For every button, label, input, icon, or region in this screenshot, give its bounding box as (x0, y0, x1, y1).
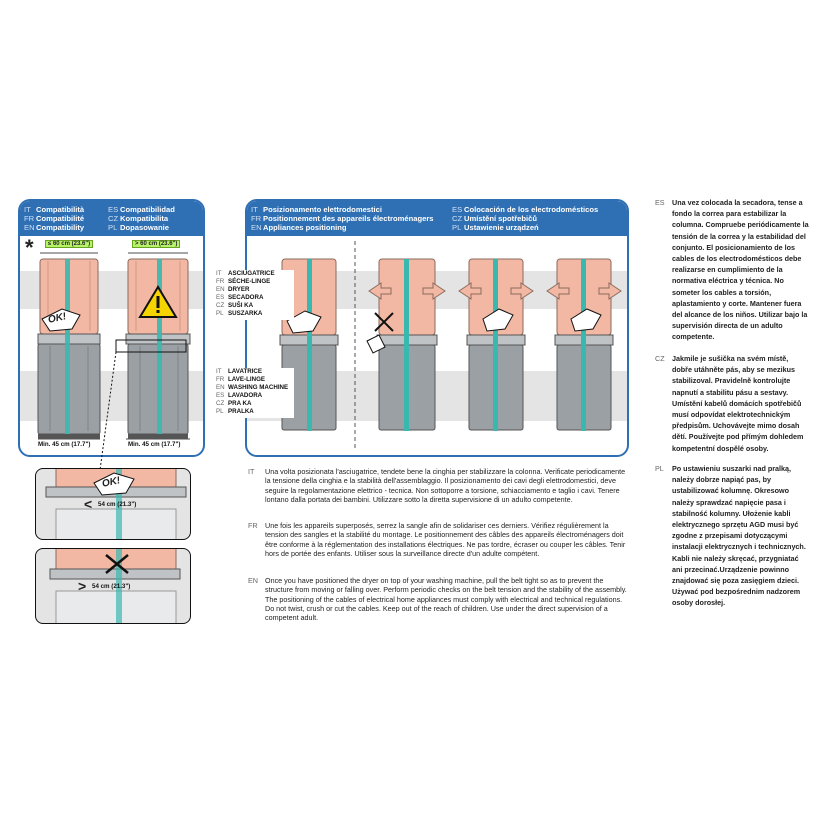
positioning-illustration (279, 241, 622, 451)
width-tag-left: ≤ 60 cm (23.6") (45, 240, 94, 248)
detail-box-wrong: > 54 cm (21.3") (35, 548, 191, 624)
pos-heading-en: ENAppliances positioning (251, 223, 347, 232)
asterisk: * (25, 235, 34, 260)
ok-badge-icon (41, 308, 81, 332)
detail-ok-illustration (45, 469, 187, 539)
detail-bottom-sign: > (78, 578, 87, 594)
width-tag-right: > 60 cm (23.6") (132, 240, 181, 248)
right-stack (125, 252, 191, 440)
min-width-right: Min. 45 cm (17.7") (128, 441, 181, 448)
heading-en: ENCompatibility (24, 223, 85, 232)
instruction-it: IT Una volta posizionata l'asciugatrice,… (248, 467, 626, 504)
instruction-en: EN Once you have positioned the dryer on… (248, 576, 627, 623)
detail-top-sign: < (84, 496, 93, 512)
left-stack (37, 252, 101, 440)
stack-3 (458, 258, 534, 431)
min-width-left: Min. 45 cm (17.7") (38, 441, 91, 448)
detail-top-measure: 54 cm (21.3") (98, 501, 137, 508)
stack-2 (366, 258, 446, 431)
instruction-fr: FR Une fois les appareils superposés, se… (248, 521, 626, 558)
stack-4 (546, 258, 622, 431)
detail-wrong-illustration (49, 549, 181, 623)
stack-1 (279, 258, 339, 431)
detail-bottom-measure: 54 cm (21.3") (92, 583, 131, 590)
compat-illustration (37, 252, 191, 440)
warning-icon (138, 285, 178, 318)
detail-box-ok: OK! < 54 cm (21.3") (35, 468, 191, 540)
